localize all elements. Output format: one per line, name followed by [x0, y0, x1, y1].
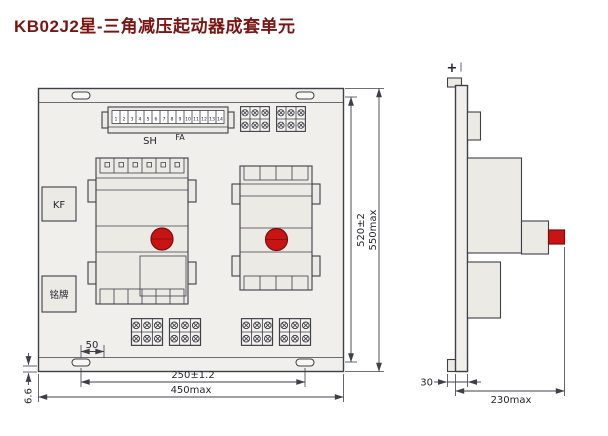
terminal-block	[241, 319, 272, 346]
terminal-number: 5	[147, 116, 150, 122]
terminal-depth-profile	[466, 111, 482, 141]
mounting-slot	[295, 91, 315, 100]
terminal-number: 13	[209, 116, 215, 122]
dim-overall-depth: 230max	[491, 395, 532, 406]
datum-plus-mark: +	[447, 61, 458, 76]
terminal-number: 6	[155, 116, 158, 122]
terminal-number: 8	[171, 116, 174, 122]
divider-lines	[259, 276, 293, 290]
front-view-dimensions: 50 250±1.2 450max 6.6 520±2	[23, 88, 384, 404]
back-plate-profile	[454, 84, 469, 373]
terminal-number: 12	[201, 116, 207, 122]
operator-boss-profile	[520, 220, 550, 255]
terminal-number: 1	[115, 116, 118, 122]
terminal-number: 10	[185, 116, 191, 122]
mounting-slot	[71, 358, 91, 367]
terminal-number: 4	[139, 116, 142, 122]
divider-lines	[119, 110, 217, 124]
terminal-number: 2	[123, 116, 126, 122]
terminal-strip-endcap	[101, 111, 109, 129]
divider-lines	[113, 158, 171, 173]
terminal-number: 7	[163, 116, 166, 122]
nameplate-label: 铭牌	[49, 289, 69, 301]
terminal-block	[241, 107, 270, 132]
top-mounting-tab	[446, 77, 463, 88]
contactor-depth-profile	[466, 157, 523, 254]
dim-hole-spacing-h: 250±1.2	[171, 370, 214, 381]
red-handle	[547, 229, 566, 245]
terminal-number: 11	[193, 116, 199, 122]
side-flange	[231, 183, 241, 205]
contactor-left	[87, 157, 197, 305]
dim-flange-depth: 30	[420, 378, 433, 389]
contactor-right	[231, 165, 321, 291]
dim-slot-edge-offset: 6.6	[24, 388, 35, 404]
label-sh: SH	[143, 136, 157, 147]
lower-module-profile	[466, 261, 502, 319]
contactor-body	[95, 157, 189, 305]
nameplate-box	[41, 275, 77, 313]
divider-lines	[259, 166, 293, 180]
side-flange	[231, 255, 241, 277]
divider-lines	[113, 289, 171, 304]
dim-hole-offset: 50	[86, 340, 99, 351]
side-view: +	[446, 61, 566, 373]
side-flange	[87, 261, 97, 285]
drawing-title: KB02J2星-三角减压起动器成套单元	[14, 17, 296, 36]
kf-label: KF	[53, 200, 66, 211]
terminal-block	[277, 107, 306, 132]
inner-module	[139, 255, 187, 297]
side-flange	[187, 261, 197, 285]
terminal-block	[279, 319, 310, 346]
terminal-block	[169, 319, 200, 346]
side-flange	[87, 179, 97, 203]
side-flange	[311, 255, 321, 277]
terminal-strip: 1 2 3 4 5 6 7 8 9 10 11 12 13 14	[101, 106, 235, 134]
terminal-block	[131, 319, 162, 346]
terminal-strip-endcap	[227, 111, 235, 129]
side-flange	[187, 179, 197, 203]
front-view: 1 2 3 4 5 6 7 8 9 10 11 12 13 14 SH FA	[37, 87, 345, 373]
dim-hole-spacing-v: 520±2	[356, 213, 367, 247]
side-flange	[311, 183, 321, 205]
dim-overall-height: 550max	[368, 209, 379, 250]
terminal-number: 9	[179, 116, 182, 122]
dim-overall-width: 450max	[171, 385, 212, 396]
mounting-slot	[71, 91, 91, 100]
terminal-number: 14	[217, 116, 223, 122]
side-view-dimensions: 30 230max	[420, 247, 565, 406]
label-fa: FA	[175, 133, 185, 142]
mounting-slot	[295, 358, 315, 367]
body-section-lines	[96, 177, 188, 253]
body-section-lines	[240, 183, 312, 253]
terminal-number: 3	[131, 116, 134, 122]
kf-box	[41, 186, 77, 222]
terminal-screws	[104, 162, 180, 168]
